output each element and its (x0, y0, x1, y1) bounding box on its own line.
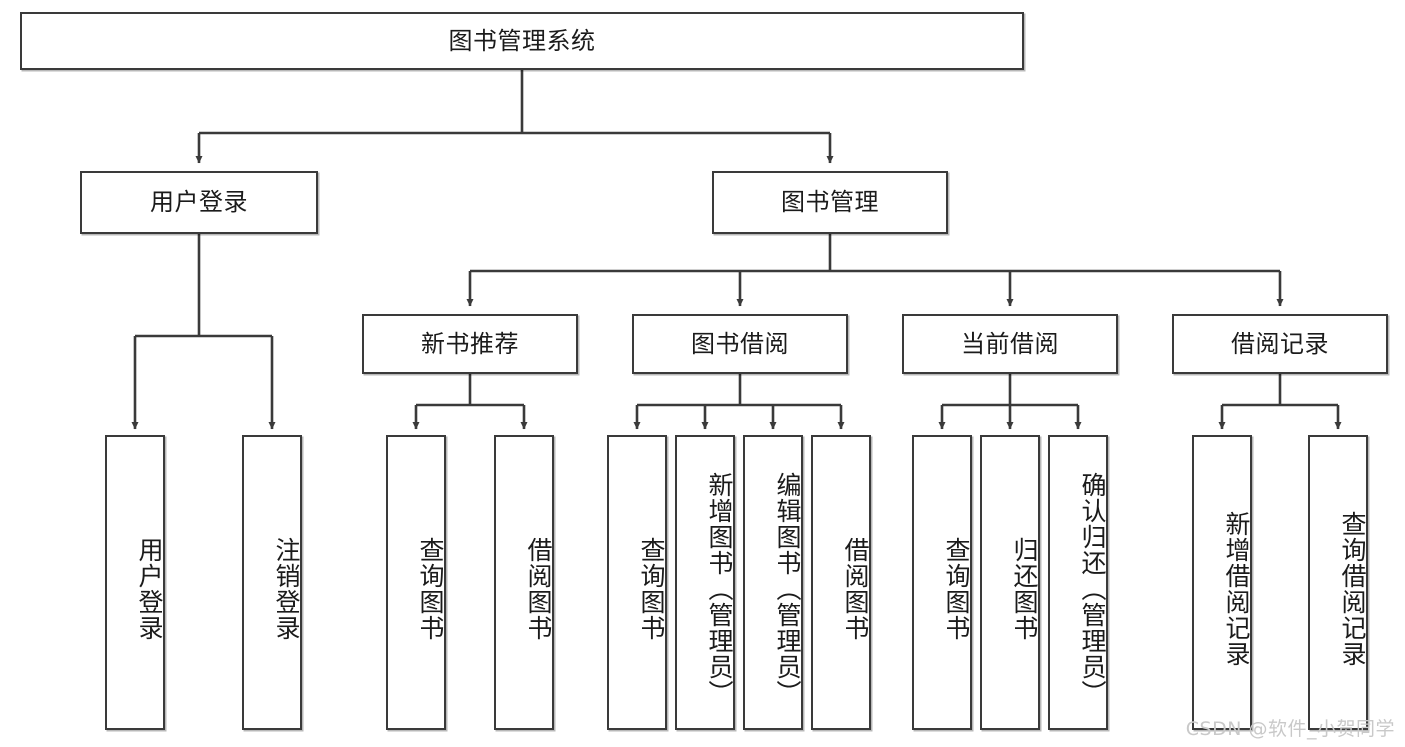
node-current-borrow[interactable]: 当前借阅 (902, 314, 1118, 374)
node-label: 借阅记录 (1231, 329, 1329, 358)
node-label: 查询图书 (637, 536, 666, 641)
node-new-book-recommend[interactable]: 新书推荐 (362, 314, 578, 374)
node-label: 编辑图书（管理员） (773, 471, 802, 706)
leaf-user-login[interactable]: 用户登录 (105, 435, 165, 730)
node-book-management[interactable]: 图书管理 (712, 171, 948, 234)
leaf-br-query-record[interactable]: 查询借阅记录 (1308, 435, 1368, 730)
node-label: 当前借阅 (961, 329, 1059, 358)
node-user-login[interactable]: 用户登录 (80, 171, 318, 234)
node-label: 新增图书（管理员） (705, 471, 734, 706)
node-label: 借阅图书 (524, 536, 553, 641)
node-label: 查询借阅记录 (1338, 510, 1367, 667)
leaf-bb-edit-book-admin[interactable]: 编辑图书（管理员） (743, 435, 803, 730)
node-label: 归还图书 (1010, 536, 1039, 641)
leaf-bb-add-book-admin[interactable]: 新增图书（管理员） (675, 435, 735, 730)
node-label: 查询图书 (942, 536, 971, 641)
node-label: 新书推荐 (421, 329, 519, 358)
node-label: 新增借阅记录 (1222, 510, 1251, 667)
node-label: 图书管理系统 (448, 26, 596, 55)
node-label: 图书管理 (781, 188, 879, 217)
node-label: 用户登录 (135, 536, 164, 641)
leaf-logout[interactable]: 注销登录 (242, 435, 302, 730)
node-book-borrow[interactable]: 图书借阅 (632, 314, 848, 374)
node-label: 借阅图书 (841, 536, 870, 641)
node-borrow-record[interactable]: 借阅记录 (1172, 314, 1388, 374)
leaf-nb-query-book[interactable]: 查询图书 (386, 435, 446, 730)
leaf-cb-query-book[interactable]: 查询图书 (912, 435, 972, 730)
node-label: 确认归还（管理员） (1078, 471, 1107, 706)
leaf-cb-return-book[interactable]: 归还图书 (980, 435, 1040, 730)
node-label: 查询图书 (416, 536, 445, 641)
node-label: 用户登录 (150, 188, 248, 217)
leaf-cb-confirm-return-admin[interactable]: 确认归还（管理员） (1048, 435, 1108, 730)
leaf-nb-borrow-book[interactable]: 借阅图书 (494, 435, 554, 730)
csdn-watermark: CSDN @软件_小贺同学 (1185, 718, 1395, 740)
node-root-book-management-system[interactable]: 图书管理系统 (20, 12, 1024, 70)
node-label: 注销登录 (272, 536, 301, 641)
leaf-bb-query-book[interactable]: 查询图书 (607, 435, 667, 730)
leaf-br-add-record[interactable]: 新增借阅记录 (1192, 435, 1252, 730)
leaf-bb-borrow-book[interactable]: 借阅图书 (811, 435, 871, 730)
node-label: 图书借阅 (691, 329, 789, 358)
